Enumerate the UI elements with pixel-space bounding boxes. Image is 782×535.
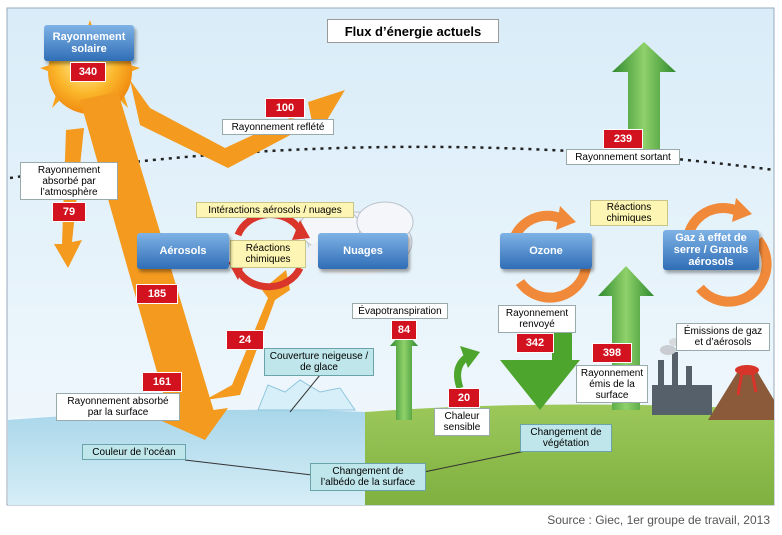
- value-340: 340: [70, 62, 106, 82]
- vegetation-change-label: Changement de végétation: [520, 424, 612, 452]
- emissions-label: Émissions de gaz et d’aérosols: [676, 323, 770, 351]
- source-caption: Source : Giec, 1er groupe de travail, 20…: [547, 513, 770, 527]
- chemical-reactions-left: Réactions chimiques: [230, 240, 306, 268]
- value-239: 239: [603, 129, 643, 149]
- value-79: 79: [52, 202, 86, 222]
- ice-icon: [257, 379, 356, 411]
- value-24: 24: [226, 330, 264, 350]
- interactions-label: Intéractions aérosols / nuages: [196, 202, 354, 218]
- sensible-heat-label: Chaleur sensible: [434, 408, 490, 436]
- albedo-change-label: Changement de l’albédo de la surface: [310, 463, 426, 491]
- returned-label: Rayonnement renvoyé: [498, 305, 576, 333]
- solar-radiation-box: Rayonnement solaire: [44, 25, 134, 61]
- value-342: 342: [516, 333, 554, 353]
- ozone-box: Ozone: [500, 233, 592, 269]
- value-84: 84: [391, 320, 417, 340]
- returned-arrow: [500, 310, 580, 410]
- factory-icon: [652, 352, 712, 415]
- page-title: Flux d’énergie actuels: [327, 19, 499, 43]
- value-185: 185: [136, 284, 178, 304]
- absorbed-atmosphere-label: Rayonnement absorbé par l’atmosphère: [20, 162, 118, 200]
- value-20: 20: [448, 388, 480, 408]
- greenhouse-gas-box: Gaz à effet de serre / Grands aérosols: [663, 230, 759, 270]
- ocean: [8, 409, 365, 505]
- value-100: 100: [265, 98, 305, 118]
- emitted-label: Rayonnement émis de la surface: [576, 365, 648, 403]
- evapotranspiration-arrow: [390, 330, 418, 420]
- reflected-surface-arrow: [205, 270, 290, 400]
- aerosols-box: Aérosols: [137, 233, 229, 269]
- absorbed-surface-label: Rayonnement absorbé par la surface: [56, 393, 180, 421]
- value-398: 398: [592, 343, 632, 363]
- connector-lines: [184, 374, 531, 476]
- ocean-color-label: Couleur de l’océan: [82, 444, 186, 460]
- value-161: 161: [142, 372, 182, 392]
- reflected-label: Rayonnement reflété: [222, 119, 334, 135]
- evapotranspiration-label: Évapotranspiration: [352, 303, 448, 319]
- clouds-box: Nuages: [318, 233, 408, 269]
- snow-ice-label: Couverture neigeuse / de glace: [264, 348, 374, 376]
- outgoing-label: Rayonnement sortant: [566, 149, 680, 165]
- chemical-reactions-right: Réactions chimiques: [590, 200, 668, 226]
- volcano-icon: [708, 365, 774, 420]
- reflected-arrow: [130, 80, 345, 168]
